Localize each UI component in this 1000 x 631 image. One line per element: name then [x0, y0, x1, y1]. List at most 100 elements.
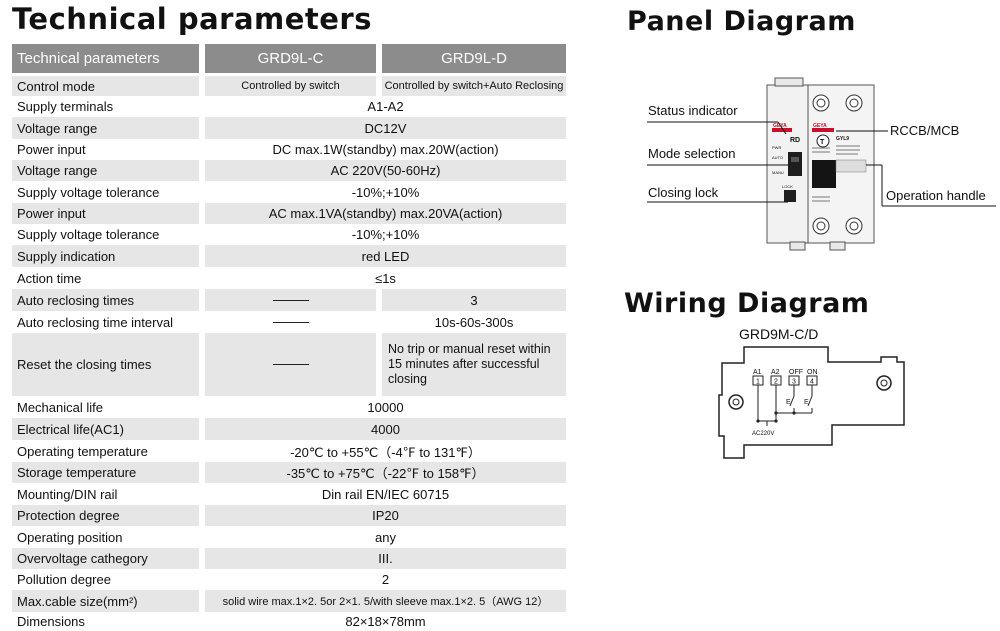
screw-icon: [845, 217, 863, 235]
terminal-box-icon: [770, 375, 782, 386]
terminal-name: ON: [807, 369, 818, 376]
param-value: A1-A2: [367, 99, 404, 114]
param-value: -35℃ to +75℃（-22℉ to 158℉）: [205, 462, 566, 483]
param-value-grd9l-d: 3: [382, 289, 566, 311]
param-value: -10%;+10%: [351, 227, 420, 242]
dash-line: [272, 364, 309, 365]
mode-switch-icon: [788, 152, 802, 176]
param-value-grd9l-c-none: [205, 289, 376, 311]
label-closing-lock: Closing lock: [648, 185, 719, 200]
wiring-model: GRD9M-C/D: [739, 326, 818, 342]
param-value: Din rail EN/IEC 60715: [321, 486, 450, 502]
panel-diagram-title: Panel Diagram: [627, 6, 856, 37]
terminal-number: 1: [756, 379, 760, 386]
param-label: Operating position: [17, 529, 123, 545]
dash-line: [272, 299, 309, 301]
param-label: Voltage range: [12, 117, 199, 139]
wiring-supply: AC220V: [752, 431, 774, 437]
device-model: GYL9: [836, 136, 849, 142]
wiring-diagram-title: Wiring Diagram: [624, 288, 870, 319]
label-rccb-mcb: RCCB/MCB: [890, 123, 959, 138]
terminal-number: 3: [792, 379, 796, 386]
param-value: 82×18×78mm: [345, 614, 426, 629]
param-value: -20℃ to +55℃（-4℉ to 131℉）: [290, 444, 481, 460]
device-left-module: [766, 84, 812, 244]
param-label: Power input: [12, 203, 199, 224]
param-label: Supply voltage tolerance: [17, 227, 160, 242]
param-label: Mounting/DIN rail: [17, 486, 118, 502]
param-label: Overvoltage cathegory: [12, 548, 199, 569]
param-value: IP20: [205, 505, 566, 526]
param-label: Supply indication: [12, 245, 199, 267]
param-value: 4000: [205, 418, 566, 440]
screw-icon: [812, 217, 830, 235]
header-col-grd9l-c: GRD9L-C: [205, 44, 376, 73]
mount-hole-icon: [728, 394, 744, 410]
device-brand-left: GEYA: [773, 123, 787, 129]
screw-icon: [812, 94, 830, 112]
terminal-box-icon: [806, 375, 818, 386]
param-value: red LED: [205, 245, 566, 267]
param-label: Electrical life(AC1): [12, 418, 199, 440]
device-lock: LOCK: [782, 184, 793, 189]
param-value-grd9l-d: 10s-60s-300s: [434, 314, 514, 330]
param-value: AC max.1VA(standby) max.20VA(action): [205, 203, 566, 224]
closing-lock-icon: [784, 190, 796, 202]
param-value: AC 220V(50-60Hz): [205, 160, 566, 181]
param-label: Operating temperature: [17, 443, 148, 459]
param-label: Action time: [17, 270, 82, 286]
param-label: Storage temperature: [12, 462, 199, 483]
terminal-name: A1: [753, 369, 762, 376]
terminal-name: OFF: [789, 369, 803, 376]
param-label: Auto reclosing time interval: [17, 314, 174, 330]
param-label: Control mode: [12, 76, 199, 96]
screw-icon: [845, 94, 863, 112]
terminal-box-icon: [788, 375, 800, 386]
param-label: Voltage range: [12, 160, 199, 181]
param-label: Reset the closing times: [12, 333, 199, 396]
param-label: Auto reclosing times: [12, 289, 199, 311]
param-value-grd9l-c: Controlled by switch: [205, 76, 376, 96]
param-value: ≤1s: [375, 270, 396, 286]
header-label: Technical parameters: [12, 44, 199, 73]
param-value: -10%;+10%: [351, 184, 420, 200]
param-value: 10000: [367, 399, 404, 415]
wiring-device-outline: [718, 346, 905, 459]
param-value-grd9l-d: No trip or manual reset within 15 minute…: [382, 333, 566, 396]
param-label: Supply terminals: [17, 99, 114, 114]
dash-line: [272, 321, 309, 323]
param-label: Dimensions: [17, 614, 85, 629]
tech-params-title: Technical parameters: [12, 2, 372, 36]
param-label: Power input: [17, 142, 86, 157]
device-right-module: [807, 84, 875, 244]
device-rd: RD: [790, 137, 800, 144]
param-value-grd9l-c-none: [205, 311, 376, 333]
param-value: DC12V: [205, 117, 566, 139]
device-manu: MANU: [772, 170, 784, 175]
operation-handle-icon: [812, 160, 836, 188]
param-label: Protection degree: [12, 505, 199, 526]
terminal-box-icon: [752, 375, 764, 386]
param-label: Max.cable size(mm²): [12, 590, 199, 612]
device-pwr: PWR: [772, 145, 781, 150]
label-operation-handle: Operation handle: [886, 188, 986, 203]
device-auto: AUTO: [772, 155, 783, 160]
terminal-name: A2: [771, 369, 780, 376]
device-t: T: [820, 139, 825, 146]
test-button-icon: [816, 134, 830, 148]
param-value-grd9l-d: Controlled by switch+Auto Reclosing: [382, 76, 566, 96]
terminal-number: 4: [810, 379, 814, 386]
mount-hole-icon: [876, 375, 892, 391]
label-status-indicator: Status indicator: [648, 103, 738, 118]
device-brand-right: GEYA: [813, 123, 827, 129]
header-col-grd9l-d: GRD9L-D: [382, 44, 566, 73]
svg-text:E: E: [804, 399, 809, 406]
param-value: any: [375, 529, 396, 545]
param-value: III.: [205, 548, 566, 569]
label-mode-selection: Mode selection: [648, 146, 735, 161]
terminal-number: 2: [774, 379, 778, 386]
param-value: 2: [381, 572, 390, 587]
param-label: Pollution degree: [17, 572, 111, 587]
param-value: solid wire max.1×2. 5or 2×1. 5/with slee…: [205, 590, 566, 612]
param-value: DC max.1W(standby) max.20W(action): [272, 142, 499, 157]
